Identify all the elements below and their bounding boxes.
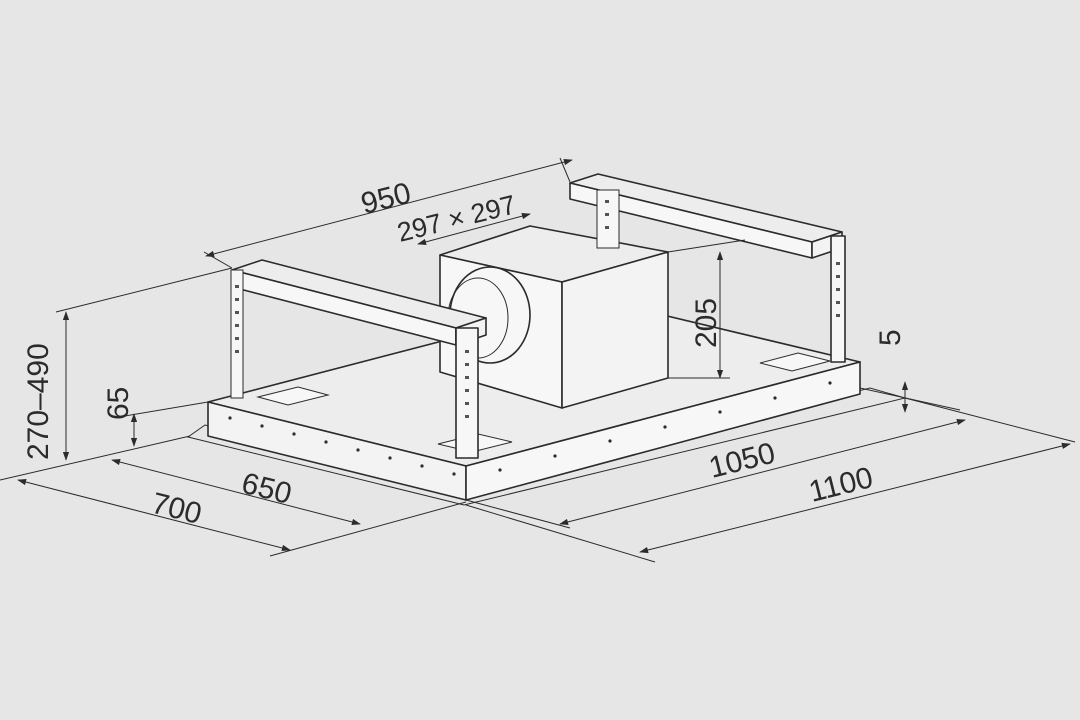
label-glass-height: 5	[874, 329, 907, 346]
label-overall-depth: 700	[148, 487, 205, 531]
leg-front-right	[455, 327, 479, 459]
dimension-lines	[0, 157, 1076, 563]
leg-rear-right	[830, 235, 846, 363]
label-bracket-span: 950	[358, 177, 415, 221]
leg-rear-left	[596, 189, 620, 249]
light-panel-right	[759, 352, 831, 372]
label-adjustable-height: 270–490	[22, 343, 55, 460]
label-body-height: 65	[102, 387, 135, 420]
label-body-depth: 650	[238, 467, 295, 511]
leg-front-left	[230, 269, 244, 399]
label-motor-height: 205	[690, 298, 723, 348]
glass-edge	[186, 387, 907, 506]
front-bracket	[230, 259, 487, 459]
rear-bracket	[569, 173, 846, 363]
rear-leg-holes	[605, 200, 840, 317]
label-overall-width: 1100	[806, 461, 877, 509]
light-panel-left	[256, 386, 330, 406]
leg-holes	[235, 285, 469, 418]
